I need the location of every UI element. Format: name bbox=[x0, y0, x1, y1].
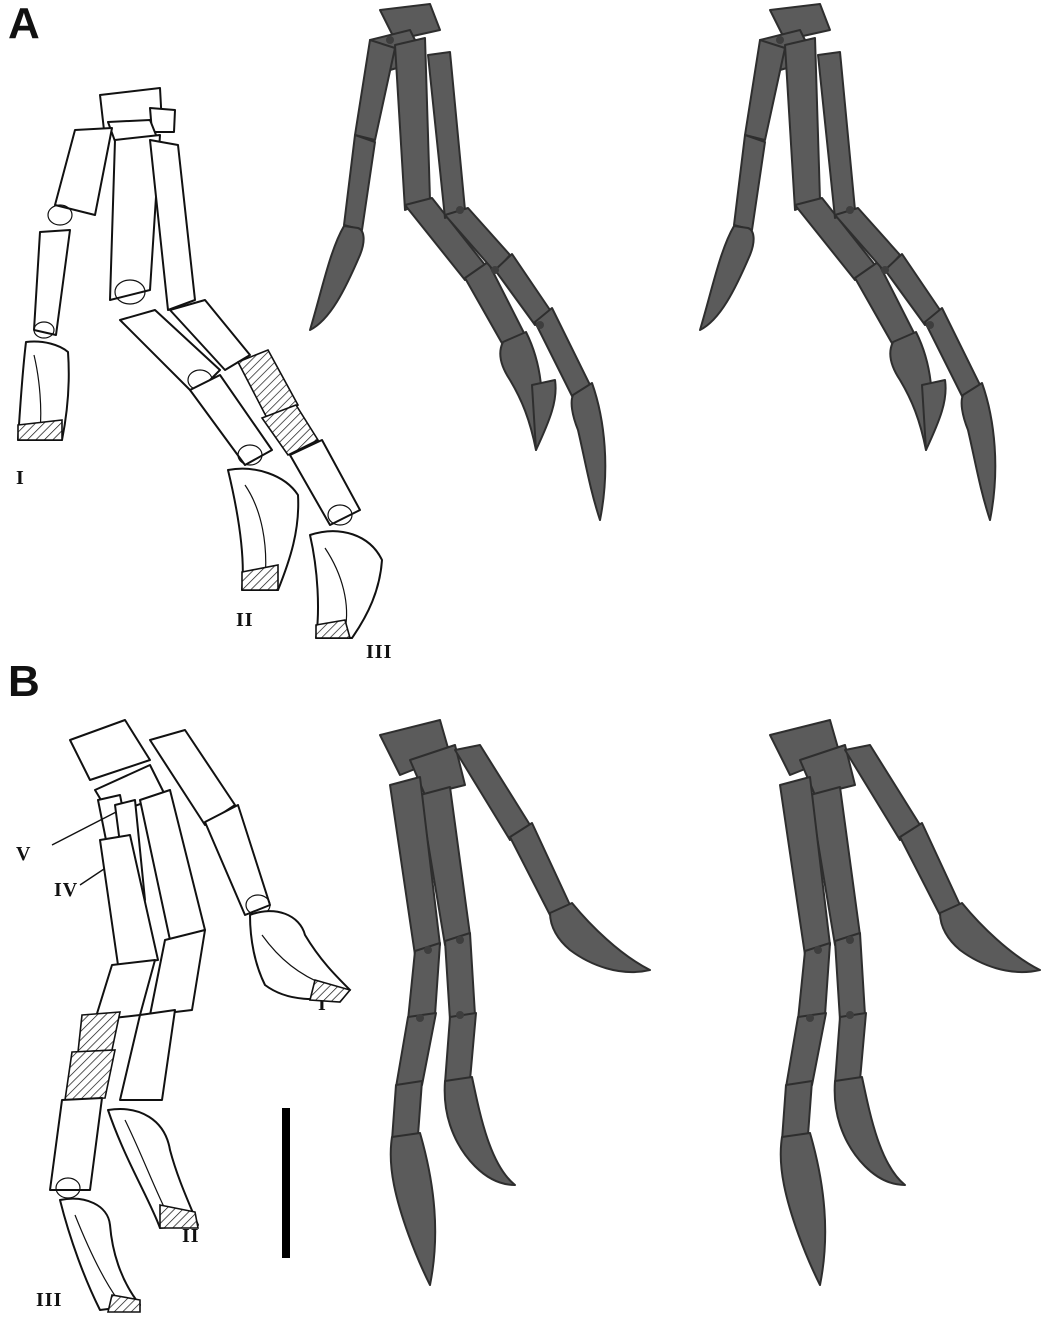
panel-a-line-drawing bbox=[17, 87, 383, 639]
panel-b-label: B bbox=[8, 657, 40, 706]
panel-a-photo-right bbox=[699, 3, 997, 521]
panel-b-digit-3-label: III bbox=[36, 1289, 63, 1311]
panel-b-photo-right bbox=[769, 719, 1041, 1286]
panel-b-photo-left bbox=[379, 719, 651, 1286]
panel-a-digit-1-label: I bbox=[16, 467, 25, 489]
panel-a-photo-left bbox=[309, 3, 607, 521]
panel-a-digit-2-label: II bbox=[236, 609, 254, 631]
panel-b-digit-4-label: IV bbox=[54, 879, 79, 901]
panel-b-line-drawing bbox=[49, 719, 352, 1313]
panel-a-digit-3-label: III bbox=[366, 641, 393, 663]
panel-b-digit-2-label: II bbox=[182, 1225, 200, 1247]
scale-bar bbox=[282, 1108, 290, 1258]
panel-a-label: A bbox=[8, 0, 40, 48]
panel-b-digit-5-label: V bbox=[16, 843, 32, 865]
panel-b-digit-1-label: I bbox=[318, 993, 327, 1015]
